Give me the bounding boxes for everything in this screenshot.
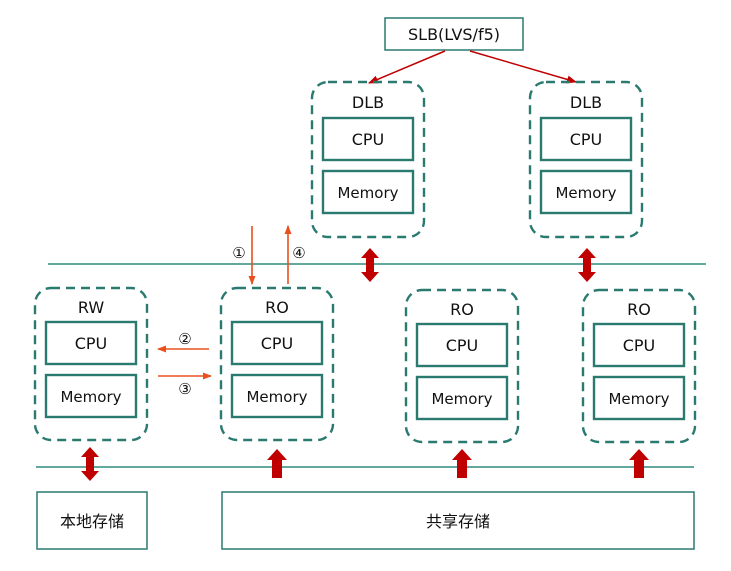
node-title: RO (265, 298, 289, 317)
step-2-label: ② (178, 330, 191, 348)
slb-to-dlb1-arrow (368, 50, 446, 84)
cpu-label: CPU (570, 130, 603, 149)
cpu-box (44, 320, 138, 366)
cpu-box (539, 116, 633, 162)
slb-box: SLB(LVS/f5) (384, 17, 524, 51)
node-title: DLB (352, 93, 384, 112)
memory-box (230, 373, 324, 419)
memory-box (44, 373, 138, 419)
shared-storage-box: 共享存储 (221, 491, 695, 550)
memory-box (539, 169, 633, 215)
ro1-storage-up-arrow (267, 449, 287, 478)
ro-node-2: RO CPU Memory (404, 288, 520, 444)
dlb2-network-double-arrow (578, 248, 596, 282)
local-storage-box: 本地存储 (36, 491, 148, 550)
memory-label: Memory (60, 388, 121, 406)
memory-label: Memory (337, 184, 398, 202)
memory-label: Memory (555, 184, 616, 202)
memory-label: Memory (608, 390, 669, 408)
cpu-label: CPU (261, 334, 294, 353)
step-1-label: ① (232, 244, 245, 262)
shared-storage-label: 共享存储 (426, 512, 490, 531)
memory-label: Memory (246, 388, 307, 406)
ro-node-1: RO CPU Memory (219, 286, 335, 442)
local-storage-label: 本地存储 (60, 512, 124, 531)
cpu-label: CPU (352, 130, 385, 149)
cpu-box (592, 322, 686, 368)
step-3-label: ③ (178, 380, 191, 398)
rw-storage-double-arrow (81, 447, 99, 481)
node-title: DLB (570, 93, 602, 112)
memory-box (321, 169, 415, 215)
node-title: RO (450, 300, 474, 319)
ro-node-3: RO CPU Memory (581, 288, 697, 444)
rw-node: RW CPU Memory (33, 286, 149, 442)
step-4-label: ④ (292, 244, 305, 262)
dlb-node-1: DLB CPU Memory (310, 80, 426, 239)
slb-label: SLB(LVS/f5) (408, 25, 500, 44)
ro3-storage-up-arrow (629, 449, 649, 478)
node-title: RW (78, 298, 104, 317)
slb-to-dlb2-arrow (469, 50, 577, 84)
cpu-label: CPU (446, 336, 479, 355)
memory-box (415, 375, 509, 421)
cpu-box (415, 322, 509, 368)
cpu-label: CPU (75, 334, 108, 353)
cpu-label: CPU (623, 336, 656, 355)
cpu-box (321, 116, 415, 162)
dlb1-network-double-arrow (361, 248, 379, 282)
dlb-node-2: DLB CPU Memory (528, 80, 644, 239)
node-title: RO (627, 300, 651, 319)
cpu-box (230, 320, 324, 366)
memory-box (592, 375, 686, 421)
memory-label: Memory (431, 390, 492, 408)
ro2-storage-up-arrow (452, 449, 472, 478)
